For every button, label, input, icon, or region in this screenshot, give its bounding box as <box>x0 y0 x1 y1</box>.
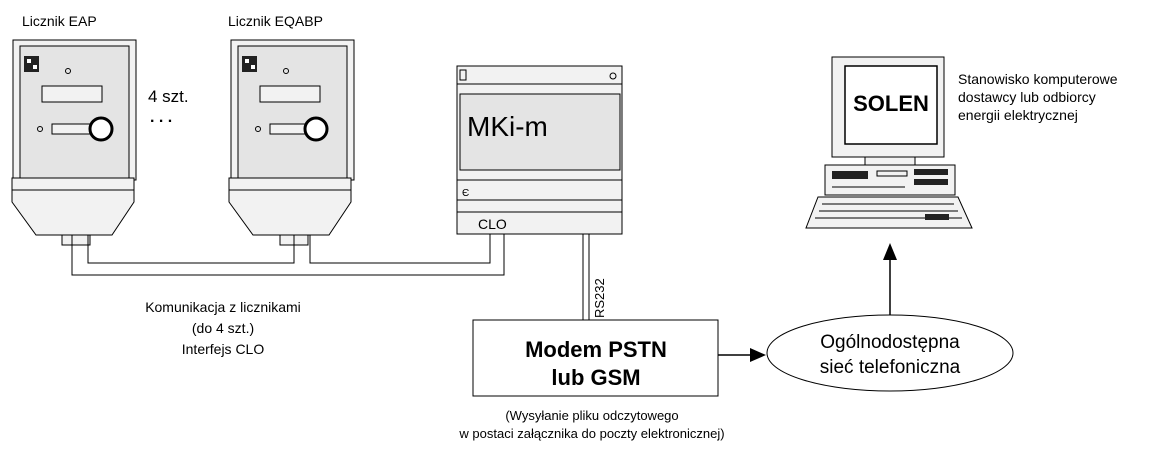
station-description: Stanowisko komputerowe dostawcy lub odbi… <box>958 71 1118 123</box>
computer-station: SOLEN <box>805 56 973 229</box>
rs232-label: RS232 <box>592 278 607 318</box>
mki-port-label: CLO <box>478 216 507 232</box>
station-desc-line1: Stanowisko komputerowe <box>958 71 1118 87</box>
send-desc-line1: (Wysyłanie pliku odczytowego <box>505 408 678 423</box>
computer-screen-label: SOLEN <box>853 91 929 116</box>
network-line1: Ogólnodostępna <box>820 332 960 353</box>
mki-label: MKi-m <box>467 111 548 142</box>
station-desc-line2: dostawcy lub odbiorcy <box>958 89 1096 105</box>
meter-eqabp-label: Licznik EQABP <box>228 13 323 29</box>
clo-bus-wiring <box>71 234 505 276</box>
modem-line1: Modem PSTN <box>525 337 667 362</box>
meter-eqabp: Licznik EQABP <box>228 13 355 246</box>
network-line2: sieć telefoniczna <box>820 357 961 378</box>
telephone-network: Ogólnodostępna sieć telefoniczna <box>766 314 1014 392</box>
meter-count-label: 4 szt. <box>148 87 189 106</box>
send-desc-line2: w postaci załącznika do poczty elektroni… <box>458 426 724 441</box>
meter-eap-label: Licznik EAP <box>22 13 97 29</box>
communication-description: Komunikacja z licznikami (do 4 szt.) Int… <box>145 299 301 357</box>
modem-box: Modem PSTN lub GSM <box>472 319 719 397</box>
send-description: (Wysyłanie pliku odczytowego w postaci z… <box>458 408 724 441</box>
arrow-network-to-computer <box>883 243 897 315</box>
rs232-link: RS232 <box>582 234 607 320</box>
modem-line2: lub GSM <box>551 365 640 390</box>
meter-eap: Licznik EAP <box>11 13 137 246</box>
mki-device: Є MKi-m CLO <box>456 65 623 235</box>
comm-desc-line2: (do 4 szt.) <box>192 320 254 336</box>
station-desc-line3: energii elektrycznej <box>958 107 1078 123</box>
meter-ellipsis: . . . <box>150 109 172 126</box>
arrow-modem-to-network <box>718 348 766 362</box>
svg-text:Є: Є <box>462 188 469 199</box>
comm-desc-line3: Interfejs CLO <box>182 341 265 357</box>
comm-desc-line1: Komunikacja z licznikami <box>145 299 301 315</box>
